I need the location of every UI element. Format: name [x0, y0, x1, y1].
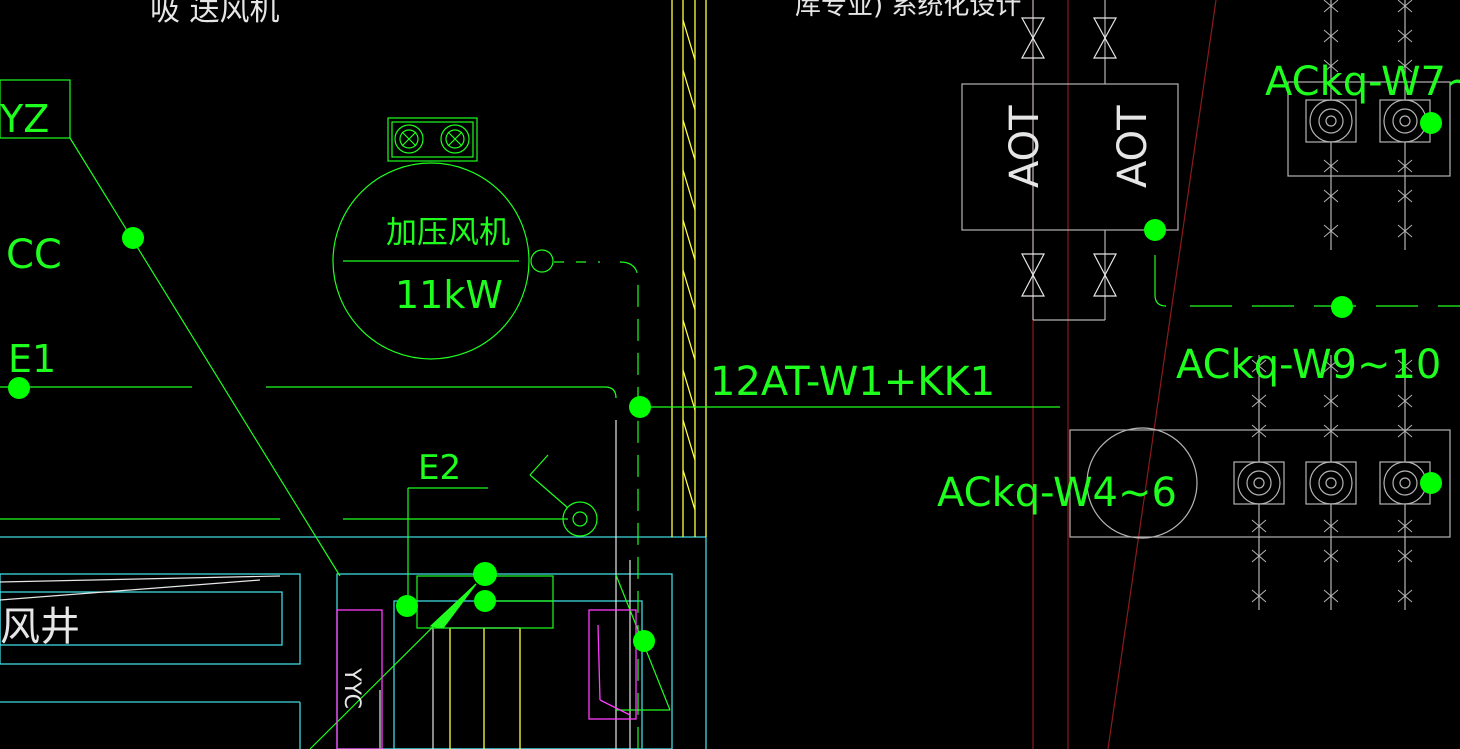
label-ackq-w78: ACkq-W7~8: [1265, 59, 1460, 105]
pump-icon: [1233, 99, 1431, 505]
label-yyc: YYC: [339, 667, 364, 709]
grip-dot[interactable]: [473, 562, 497, 586]
label-aot-2: AOT: [1110, 105, 1156, 188]
label-yz: YZ: [0, 97, 49, 141]
grip-dot[interactable]: [122, 227, 144, 249]
feeder-label: 12AT-W1+KK1: [710, 359, 995, 405]
fan-power: 11kW: [395, 273, 503, 317]
label-cc: CC: [6, 232, 62, 278]
grip-dot[interactable]: [1144, 219, 1166, 241]
grip-dot[interactable]: [8, 377, 30, 399]
label-ackq-w46: ACkq-W4~6: [937, 470, 1177, 516]
cyan-walls: [0, 536, 707, 749]
label-aot-1: AOT: [1002, 105, 1048, 188]
grip-dot[interactable]: [1420, 472, 1442, 494]
valve-ticks: [1251, 0, 1413, 603]
grip-dot[interactable]: [396, 595, 418, 617]
grip-dot[interactable]: [1331, 296, 1353, 318]
magenta-shapes: [336, 609, 637, 749]
grip-dot[interactable]: [474, 590, 496, 612]
grip-dot[interactable]: [1420, 112, 1442, 134]
green-wiring: [0, 79, 1460, 749]
grip-points[interactable]: [8, 112, 1442, 652]
title-top-right: 库专业) 系统化设计: [795, 0, 1021, 21]
label-e1: E1: [8, 337, 56, 381]
fan-name: 加压风机: [386, 215, 510, 251]
label-ackq-w910: ACkq-W9~10: [1176, 342, 1441, 388]
grip-dot[interactable]: [633, 630, 655, 652]
title-top-left: 吸 送风机: [150, 0, 280, 28]
grip-dot[interactable]: [629, 396, 651, 418]
yellow-wall-hatch: [449, 0, 707, 749]
label-e2: E2: [418, 448, 461, 488]
label-shaft: 风井: [0, 604, 80, 650]
